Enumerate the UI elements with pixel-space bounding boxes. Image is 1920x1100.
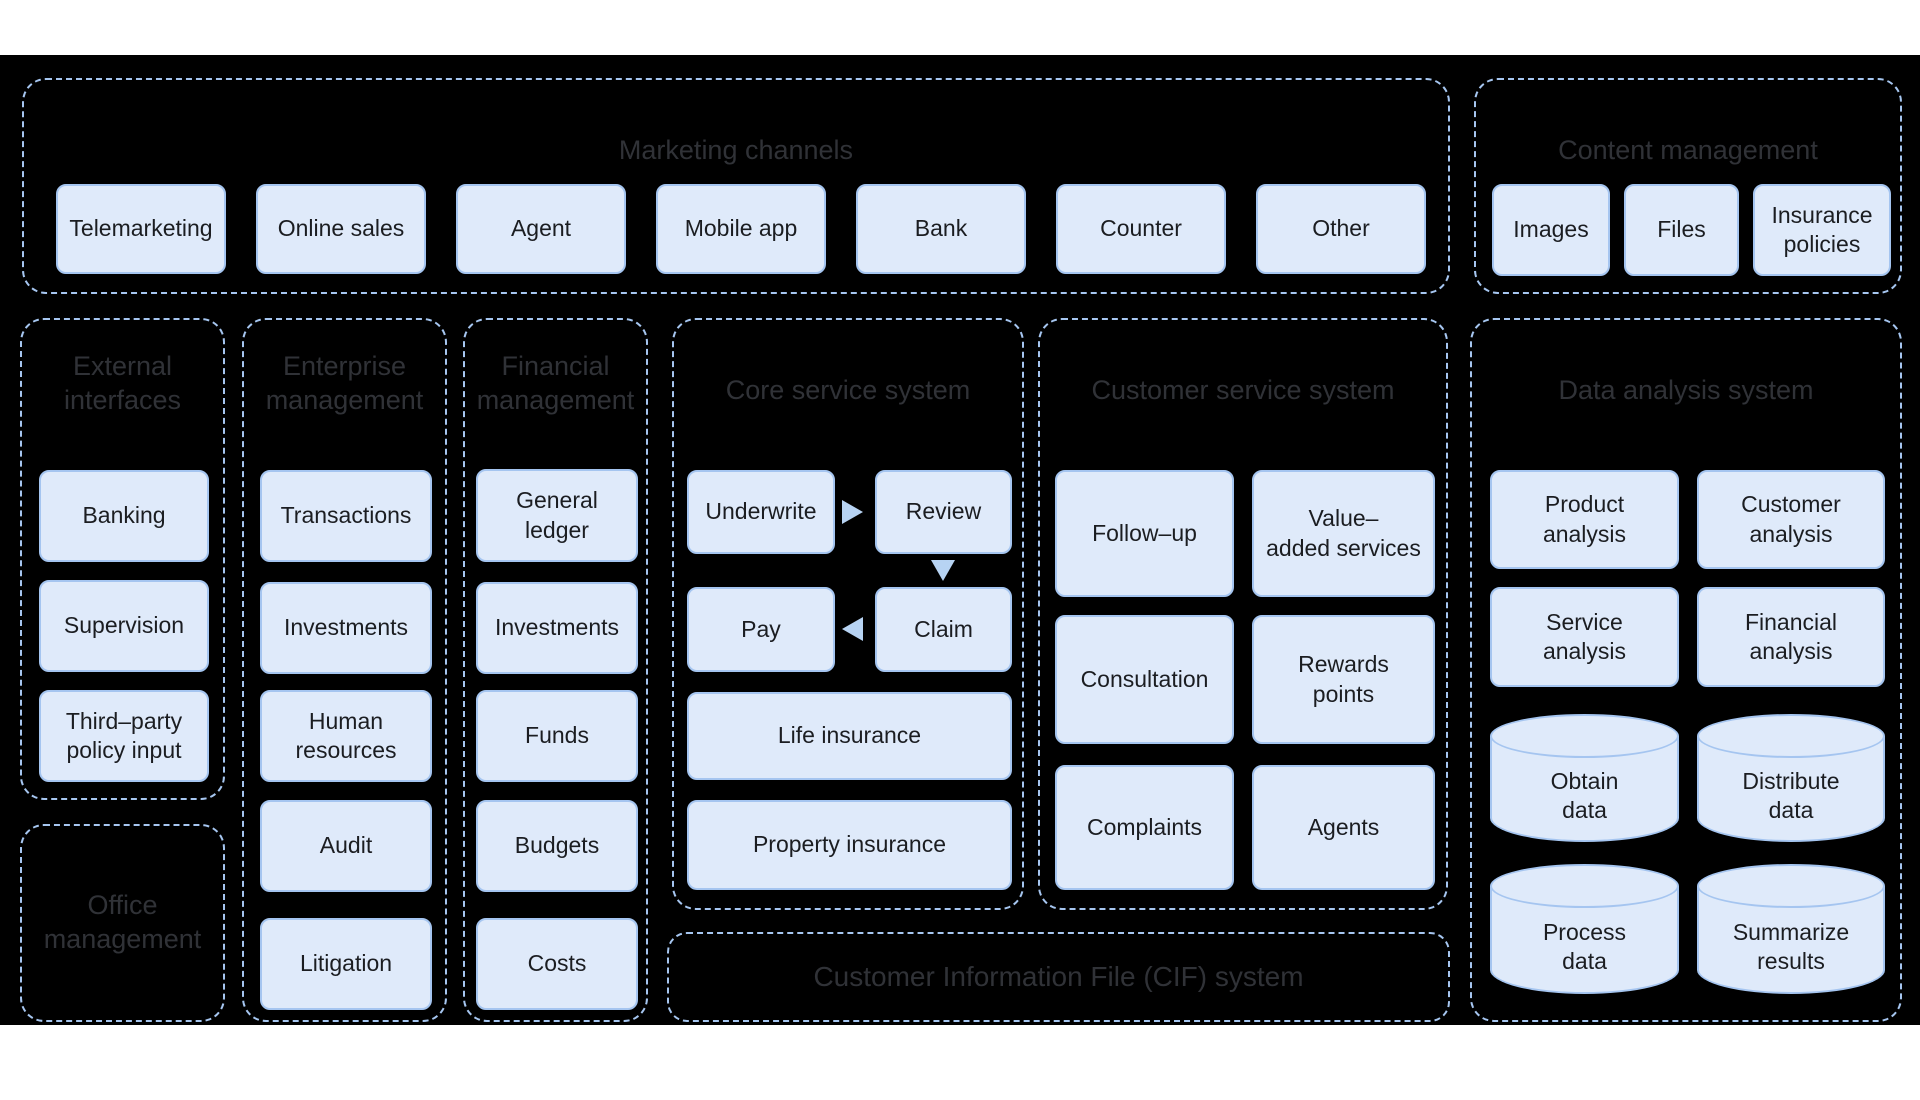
- node-litigation: Litigation: [260, 918, 432, 1010]
- node-bank: Bank: [856, 184, 1026, 274]
- node-service-analysis: Service analysis: [1490, 587, 1679, 687]
- node-mobile-app: Mobile app: [656, 184, 826, 274]
- node-rewards-points: Rewards points: [1252, 615, 1435, 744]
- node-review: Review: [875, 470, 1012, 554]
- node-agent: Agent: [456, 184, 626, 274]
- section-title: External interfaces: [63, 351, 182, 415]
- node-human-resources: Human resources: [260, 690, 432, 782]
- node-agents: Agents: [1252, 765, 1435, 890]
- section-title: Content management: [1558, 135, 1818, 165]
- cif-system-section: Customer Information File (CIF) system: [667, 932, 1450, 1022]
- arrow-down-icon: [931, 560, 955, 581]
- section-title: Enterprise management: [265, 351, 424, 415]
- node-other: Other: [1256, 184, 1426, 274]
- node-pay: Pay: [687, 587, 835, 672]
- node-ent-investments: Investments: [260, 582, 432, 674]
- node-funds: Funds: [476, 690, 638, 782]
- node-banking: Banking: [39, 470, 209, 562]
- section-title: Customer service system: [1091, 375, 1395, 405]
- node-third-party-policy-input: Third–party policy input: [39, 690, 209, 782]
- node-consultation: Consultation: [1055, 615, 1234, 744]
- node-images: Images: [1492, 184, 1610, 276]
- customer-service-system-section: Customer service system Follow–up Value–…: [1038, 318, 1448, 910]
- section-title: Customer Information File (CIF) system: [813, 961, 1304, 992]
- node-value-added-services: Value– added services: [1252, 470, 1435, 597]
- section-title: Data analysis system: [1558, 375, 1814, 405]
- node-underwrite: Underwrite: [687, 470, 835, 554]
- arrow-right-icon: [842, 500, 863, 524]
- section-title: Marketing channels: [618, 135, 854, 165]
- core-service-system-section: Core service system Underwrite Review Pa…: [672, 318, 1024, 910]
- node-online-sales: Online sales: [256, 184, 426, 274]
- section-title: Core service system: [725, 375, 971, 405]
- section-title: Office management: [43, 890, 202, 954]
- database-distribute-data: Distribute data: [1697, 714, 1885, 842]
- node-product-analysis: Product analysis: [1490, 470, 1679, 569]
- node-claim: Claim: [875, 587, 1012, 672]
- node-customer-analysis: Customer analysis: [1697, 470, 1885, 569]
- database-cylinder-top-icon: [1697, 714, 1885, 758]
- database-process-data: Process data: [1490, 864, 1679, 994]
- database-cylinder-top-icon: [1490, 864, 1679, 908]
- arrow-left-icon: [842, 617, 863, 641]
- node-telemarketing: Telemarketing: [56, 184, 226, 274]
- node-transactions: Transactions: [260, 470, 432, 562]
- external-interfaces-section: External interfaces Banking Supervision …: [20, 318, 225, 800]
- node-property-insurance: Property insurance: [687, 800, 1012, 890]
- content-management-section: Content management Images Files Insuranc…: [1474, 78, 1902, 294]
- section-title: Financial management: [476, 351, 635, 415]
- node-costs: Costs: [476, 918, 638, 1010]
- node-budgets: Budgets: [476, 800, 638, 892]
- node-audit: Audit: [260, 800, 432, 892]
- node-counter: Counter: [1056, 184, 1226, 274]
- node-follow-up: Follow–up: [1055, 470, 1234, 597]
- node-insurance-policies: Insurance policies: [1753, 184, 1891, 276]
- node-complaints: Complaints: [1055, 765, 1234, 890]
- node-life-insurance: Life insurance: [687, 692, 1012, 780]
- node-files: Files: [1624, 184, 1739, 276]
- node-fin-investments: Investments: [476, 582, 638, 674]
- database-cylinder-top-icon: [1490, 714, 1679, 758]
- node-general-ledger: General ledger: [476, 469, 638, 562]
- database-obtain-data: Obtain data: [1490, 714, 1679, 842]
- node-supervision: Supervision: [39, 580, 209, 672]
- marketing-channels-section: Marketing channels Telemarketing Online …: [22, 78, 1450, 294]
- financial-management-section: Financial management General ledger Inve…: [463, 318, 648, 1022]
- node-financial-analysis: Financial analysis: [1697, 587, 1885, 687]
- enterprise-management-section: Enterprise management Transactions Inves…: [242, 318, 447, 1022]
- office-management-section: Office management: [20, 824, 225, 1022]
- database-summarize-results: Summarize results: [1697, 864, 1885, 994]
- database-cylinder-top-icon: [1697, 864, 1885, 908]
- data-analysis-system-section: Data analysis system Product analysis Cu…: [1470, 318, 1902, 1022]
